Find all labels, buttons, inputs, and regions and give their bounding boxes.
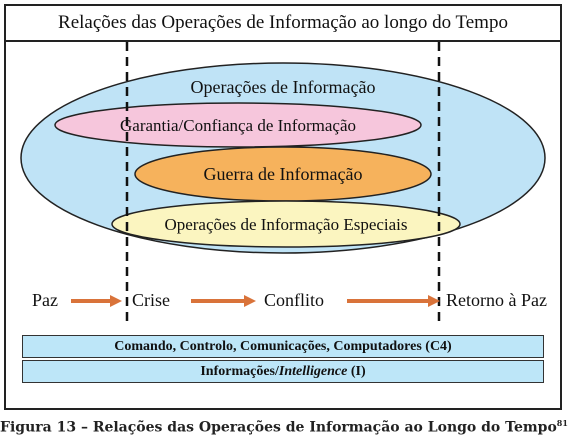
orange-ellipse-label: Guerra de Informação [204, 164, 363, 184]
intelligence-bar: Informações/Intelligence (I) [22, 360, 544, 383]
diagram-frame: Relações das Operações de Informação ao … [4, 4, 562, 410]
stage-retorno-paz: Retorno à Paz [446, 290, 547, 310]
pink-ellipse-label: Garantia/Confiança de Informação [120, 116, 356, 135]
diagram-canvas: Operações de Informação Garantia/Confian… [20, 42, 546, 324]
c4-bar-label: Comando, Controlo, Comunicações, Computa… [114, 338, 452, 354]
pink-ellipse [54, 102, 422, 148]
intel-suffix: (I) [347, 363, 366, 379]
stage-conflito: Conflito [264, 290, 325, 310]
caption-text: Figura 13 – Relações das Operações de In… [0, 419, 557, 436]
stage-paz: Paz [32, 290, 58, 310]
arrow-crise-conflito [191, 295, 256, 307]
intel-italic: Intelligence [278, 363, 348, 379]
caption-footnote: 81 [556, 418, 568, 428]
figure-caption: Figura 13 – Relações das Operações de In… [0, 418, 568, 436]
arrow-conflito-retorno [347, 295, 440, 307]
arrow-paz-crise [71, 295, 122, 307]
c4-bar: Comando, Controlo, Comunicações, Computa… [22, 335, 544, 358]
outer-ellipse-label: Operações de Informação [191, 77, 376, 97]
yellow-ellipse-label: Operações de Informação Especiais [164, 215, 407, 234]
intel-prefix: Informações/ [200, 363, 279, 379]
yellow-ellipse [111, 200, 461, 248]
stage-crise: Crise [132, 290, 170, 310]
diagram-title: Relações das Operações de Informação ao … [6, 6, 560, 42]
